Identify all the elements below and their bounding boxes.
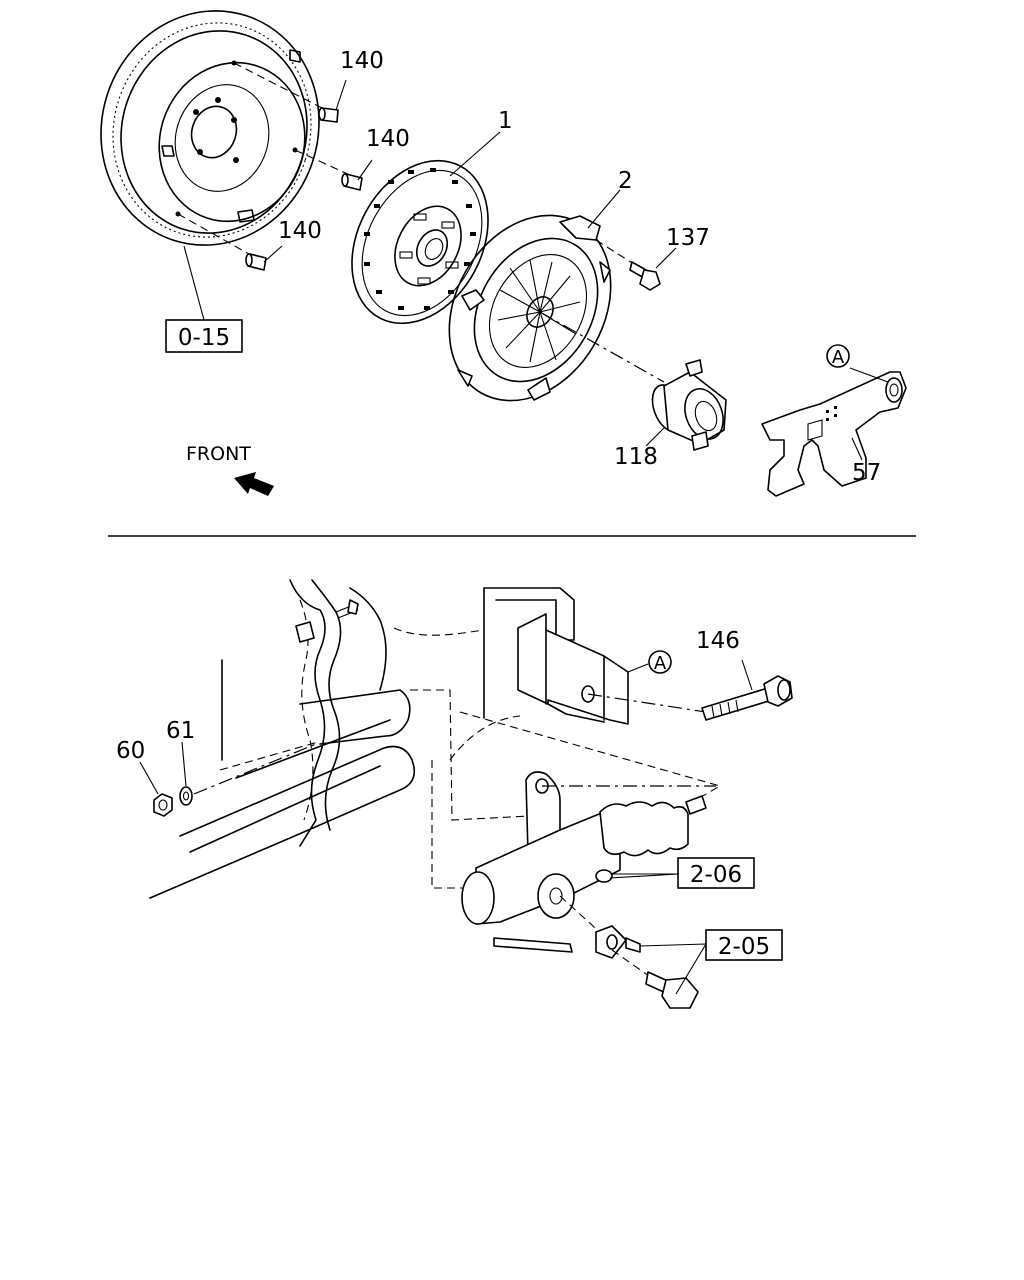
lower-leader-lines: [609, 873, 707, 995]
clutch-disc: [351, 159, 489, 325]
pressure-plate: [448, 214, 612, 402]
fork-ref-callout: A: [826, 344, 850, 368]
release-bearing: [539, 311, 727, 451]
release-bearing-label: 118: [614, 444, 658, 470]
cylinder-ref-box: 2-06: [690, 862, 742, 888]
front-label: FRONT: [186, 443, 251, 465]
mounting-bracket: [483, 587, 649, 725]
lower-ref-callout: A: [648, 650, 672, 674]
nut-60-label: 60: [116, 738, 145, 764]
nut-and-washer: [139, 741, 317, 817]
slave-cylinder: [461, 771, 716, 925]
stud-140-label-2: 140: [366, 126, 410, 152]
bolt-146: [587, 659, 793, 721]
release-fork: [761, 371, 907, 497]
flywheel-ref-box: 0-15: [178, 325, 230, 351]
clutch-disc-label: 1: [498, 108, 513, 134]
fork-ref-label: A: [832, 347, 845, 368]
front-arrow: [234, 472, 274, 496]
pipe-ref-box: 2-05: [718, 934, 770, 960]
upper-leader-lines: [183, 79, 889, 461]
stud-140-label-1: 140: [340, 48, 384, 74]
dowel-pins: [177, 62, 363, 271]
cylinder-ref-callout: 2-06: [677, 857, 755, 889]
bolt-146-label: 146: [696, 628, 740, 654]
bolt-137-label: 137: [666, 225, 710, 251]
bolt-137: [595, 239, 661, 291]
hose-fittings: [493, 895, 699, 1009]
release-fork-label: 57: [852, 460, 881, 486]
pipe-ref-callout: 2-05: [705, 929, 783, 961]
bracket-ref-label: A: [654, 653, 667, 674]
flywheel-ref-callout: 0-15: [165, 319, 243, 353]
flywheel: [100, 10, 320, 246]
pressure-plate-label: 2: [618, 168, 633, 194]
washer-61-label: 61: [166, 718, 195, 744]
stud-140-label-3: 140: [278, 218, 322, 244]
